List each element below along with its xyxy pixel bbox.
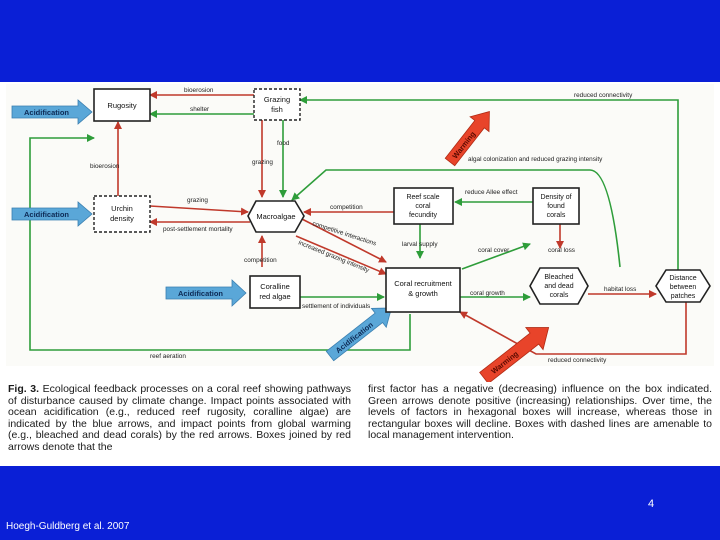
svg-text:density: density (110, 214, 134, 223)
label-coral-growth: coral growth (470, 290, 505, 297)
svg-text:Distance: Distance (669, 275, 696, 282)
node-bleached-dead-corals: Bleached and dead corals (529, 267, 589, 305)
footer-band (0, 466, 720, 540)
edge-reduced-connectivity-top (299, 96, 679, 270)
svg-text:Urchin: Urchin (111, 204, 133, 213)
label-coral-cover: coral cover (478, 247, 510, 254)
node-rugosity: Rugosity (93, 88, 151, 122)
label-algal-colonization: algal colonization and reduced grazing i… (468, 156, 603, 163)
label-habitat-loss: habitat loss (604, 286, 636, 293)
figure-label: Fig. 3. (8, 383, 40, 395)
acidification-arrow-rugosity: Acidification (11, 99, 93, 125)
node-distance-between-patches: Distance between patches (655, 269, 711, 303)
svg-text:corals: corals (550, 292, 569, 299)
svg-text:Acidification: Acidification (178, 289, 223, 298)
label-grazing-fish: grazing (252, 159, 273, 166)
label-food: food (277, 140, 290, 147)
svg-text:Rugosity: Rugosity (107, 101, 136, 110)
caption-right-text: first factor has a negative (decreasing)… (368, 383, 712, 442)
node-density-found-corals: Density of found corals (532, 187, 580, 225)
svg-text:Grazing: Grazing (264, 95, 290, 104)
svg-text:red algae: red algae (259, 292, 290, 301)
figure-caption-left: Fig. 3. Ecological feedback processes on… (8, 383, 352, 454)
edge-increased-grazing (295, 235, 387, 275)
label-bioerosion-left: bioerosion (90, 163, 120, 170)
edge-competitive-interactions (299, 217, 387, 263)
svg-text:Reef scale: Reef scale (406, 194, 439, 201)
slide-number: 4 (648, 498, 655, 510)
node-urchin-density: Urchin density (93, 195, 151, 233)
edge-grazing-urchin (149, 205, 249, 216)
node-grazing-fish: Grazing fish (253, 88, 301, 121)
svg-text:& growth: & growth (408, 289, 438, 298)
acidification-arrow-urchin: Acidification (11, 201, 93, 227)
feedback-diagram: bioerosion shelter reduced connectivity … (6, 84, 714, 382)
svg-text:and dead: and dead (544, 283, 573, 290)
label-competition-top: competition (330, 204, 363, 211)
edge-reduced-connectivity-bottom (459, 300, 687, 355)
svg-text:between: between (670, 284, 697, 291)
label-grazing-urchin: grazing (187, 197, 208, 204)
label-reduced-connectivity-top: reduced connectivity (574, 92, 633, 99)
label-competition-low: competition (244, 257, 277, 264)
node-reef-fecundity: Reef scale coral fecundity (393, 187, 454, 225)
edge-coral-cover (461, 242, 531, 270)
svg-text:found: found (547, 203, 565, 210)
acidification-arrow-coralline: Acidification (165, 279, 247, 307)
label-coral-loss: coral loss (548, 247, 575, 254)
svg-text:Macroalgae: Macroalgae (256, 212, 295, 221)
svg-text:fish: fish (271, 105, 283, 114)
title-band (0, 0, 720, 82)
label-larval-supply: larval supply (402, 241, 438, 248)
label-reduced-connectivity-bottom: reduced connectivity (548, 357, 607, 364)
label-bioerosion-top: bioerosion (184, 87, 214, 94)
caption-left-text: Ecological feedback processes on a coral… (8, 383, 352, 453)
label-post-settlement: post-settlement mortality (163, 226, 233, 233)
svg-text:Acidification: Acidification (24, 108, 69, 117)
svg-text:patches: patches (671, 293, 696, 300)
svg-text:Bleached: Bleached (544, 274, 573, 281)
svg-text:Coral recruitment: Coral recruitment (394, 279, 452, 288)
edge-reef-aeration (29, 134, 411, 351)
svg-text:Acidification: Acidification (24, 210, 69, 219)
svg-text:coral: coral (415, 203, 431, 210)
label-settlement: settlement of individuals (302, 303, 370, 310)
figure-caption-right: first factor has a negative (decreasing)… (368, 383, 712, 442)
node-macroalgae: Macroalgae (247, 200, 305, 233)
svg-text:corals: corals (547, 212, 566, 219)
edge-algal-colonization (291, 169, 621, 268)
svg-text:Coralline: Coralline (260, 282, 290, 291)
label-reduce-allee: reduce Allee effect (465, 189, 518, 196)
svg-text:fecundity: fecundity (409, 212, 438, 219)
citation-credit: Hoegh-Guldberg et al. 2007 (6, 521, 130, 532)
node-coralline-algae: Coralline red algae (249, 275, 301, 309)
label-shelter: shelter (190, 106, 210, 113)
label-reef-aeration: reef aeration (150, 353, 186, 360)
node-coral-recruitment: Coral recruitment & growth (385, 267, 461, 313)
svg-text:Density of: Density of (540, 194, 571, 201)
